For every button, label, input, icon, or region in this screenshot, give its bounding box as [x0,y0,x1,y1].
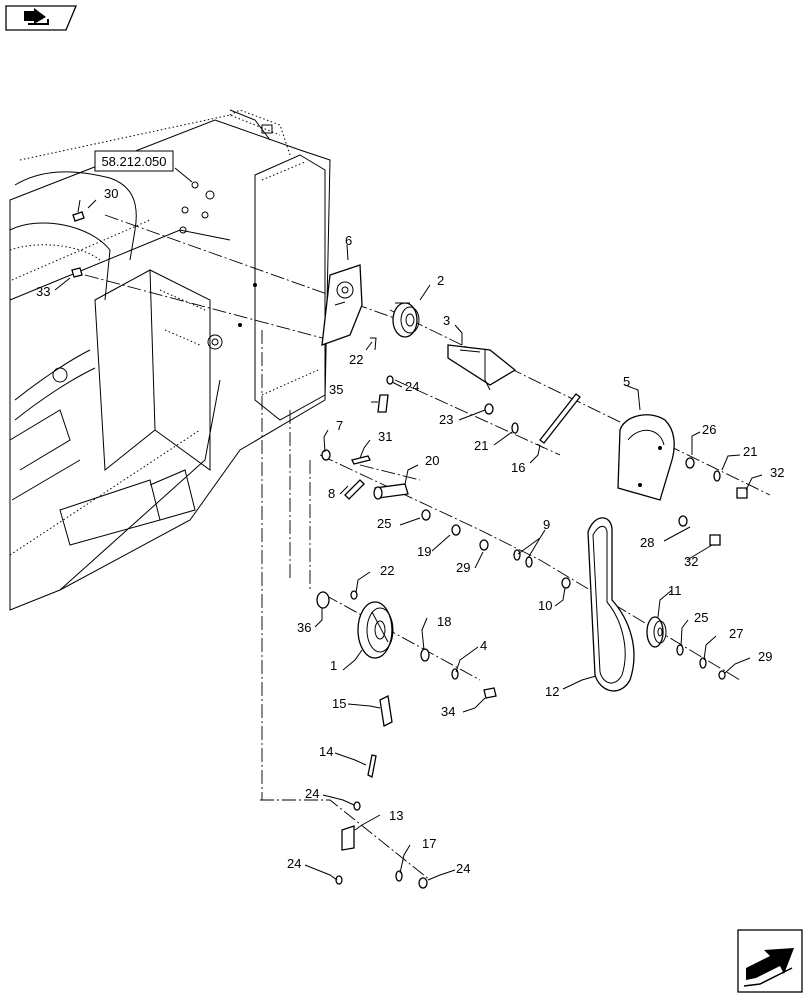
callout-5: 5 [623,374,630,389]
callout-27: 27 [729,626,743,641]
callout-34: 34 [441,704,455,719]
next-page-arrow-icon[interactable] [737,929,803,993]
callout-21b: 21 [743,444,757,459]
callout-24b: 24 [305,786,319,801]
small-hardware [71,211,748,889]
part-rod[interactable] [536,393,581,449]
part-guard-cover[interactable] [617,414,675,501]
callout-29a: 29 [456,560,470,575]
reference-label: 58.212.050 [101,154,166,169]
callout-2: 2 [437,273,444,288]
leader-lines [54,199,763,881]
callout-29b: 29 [758,649,772,664]
callout-24a: 24 [405,379,419,394]
callout-23: 23 [439,412,453,427]
callout-26: 26 [702,422,716,437]
part-bracket[interactable] [447,344,517,391]
callout-24d: 24 [456,861,470,876]
callout-10: 10 [538,598,552,613]
part-pulley-small[interactable] [392,302,420,338]
callout-22a: 22 [349,352,363,367]
header-frame [9,109,331,611]
callout-32b: 32 [684,554,698,569]
callout-28: 28 [640,535,654,550]
callout-6: 6 [345,233,352,248]
callout-13: 13 [389,808,403,823]
callout-14: 14 [319,744,333,759]
callout-15: 15 [332,696,346,711]
part-pulley-medium[interactable] [646,616,667,648]
callout-19: 19 [417,544,431,559]
callout-1: 1 [330,658,337,673]
callout-32a: 32 [770,465,784,480]
callout-3: 3 [443,313,450,328]
callout-33: 33 [36,284,50,299]
callout-22b: 22 [380,563,394,578]
section-nav-icon[interactable] [5,5,77,31]
callout-31: 31 [378,429,392,444]
callout-35: 35 [329,382,343,397]
callout-12: 12 [545,684,559,699]
callout-21a: 21 [474,438,488,453]
part-pulley-large[interactable] [357,601,394,659]
callout-18: 18 [437,614,451,629]
callout-30: 30 [104,186,118,201]
part-plate[interactable] [321,264,363,346]
callout-9: 9 [543,517,550,532]
callout-25b: 25 [694,610,708,625]
callout-20: 20 [425,453,439,468]
callout-25a: 25 [377,516,391,531]
callout-7: 7 [336,418,343,433]
callout-8: 8 [328,486,335,501]
callout-11: 11 [668,583,682,598]
callout-36: 36 [297,620,311,635]
callout-labels: 30 33 6 2 3 22 35 24 5 23 21 16 26 21 32… [36,186,784,876]
part-belt[interactable] [587,517,635,692]
callout-17: 17 [422,836,436,851]
callout-16: 16 [511,460,525,475]
callout-24c: 24 [287,856,301,871]
reference-box[interactable]: 58.212.050 [94,150,193,183]
callout-4: 4 [480,638,487,653]
